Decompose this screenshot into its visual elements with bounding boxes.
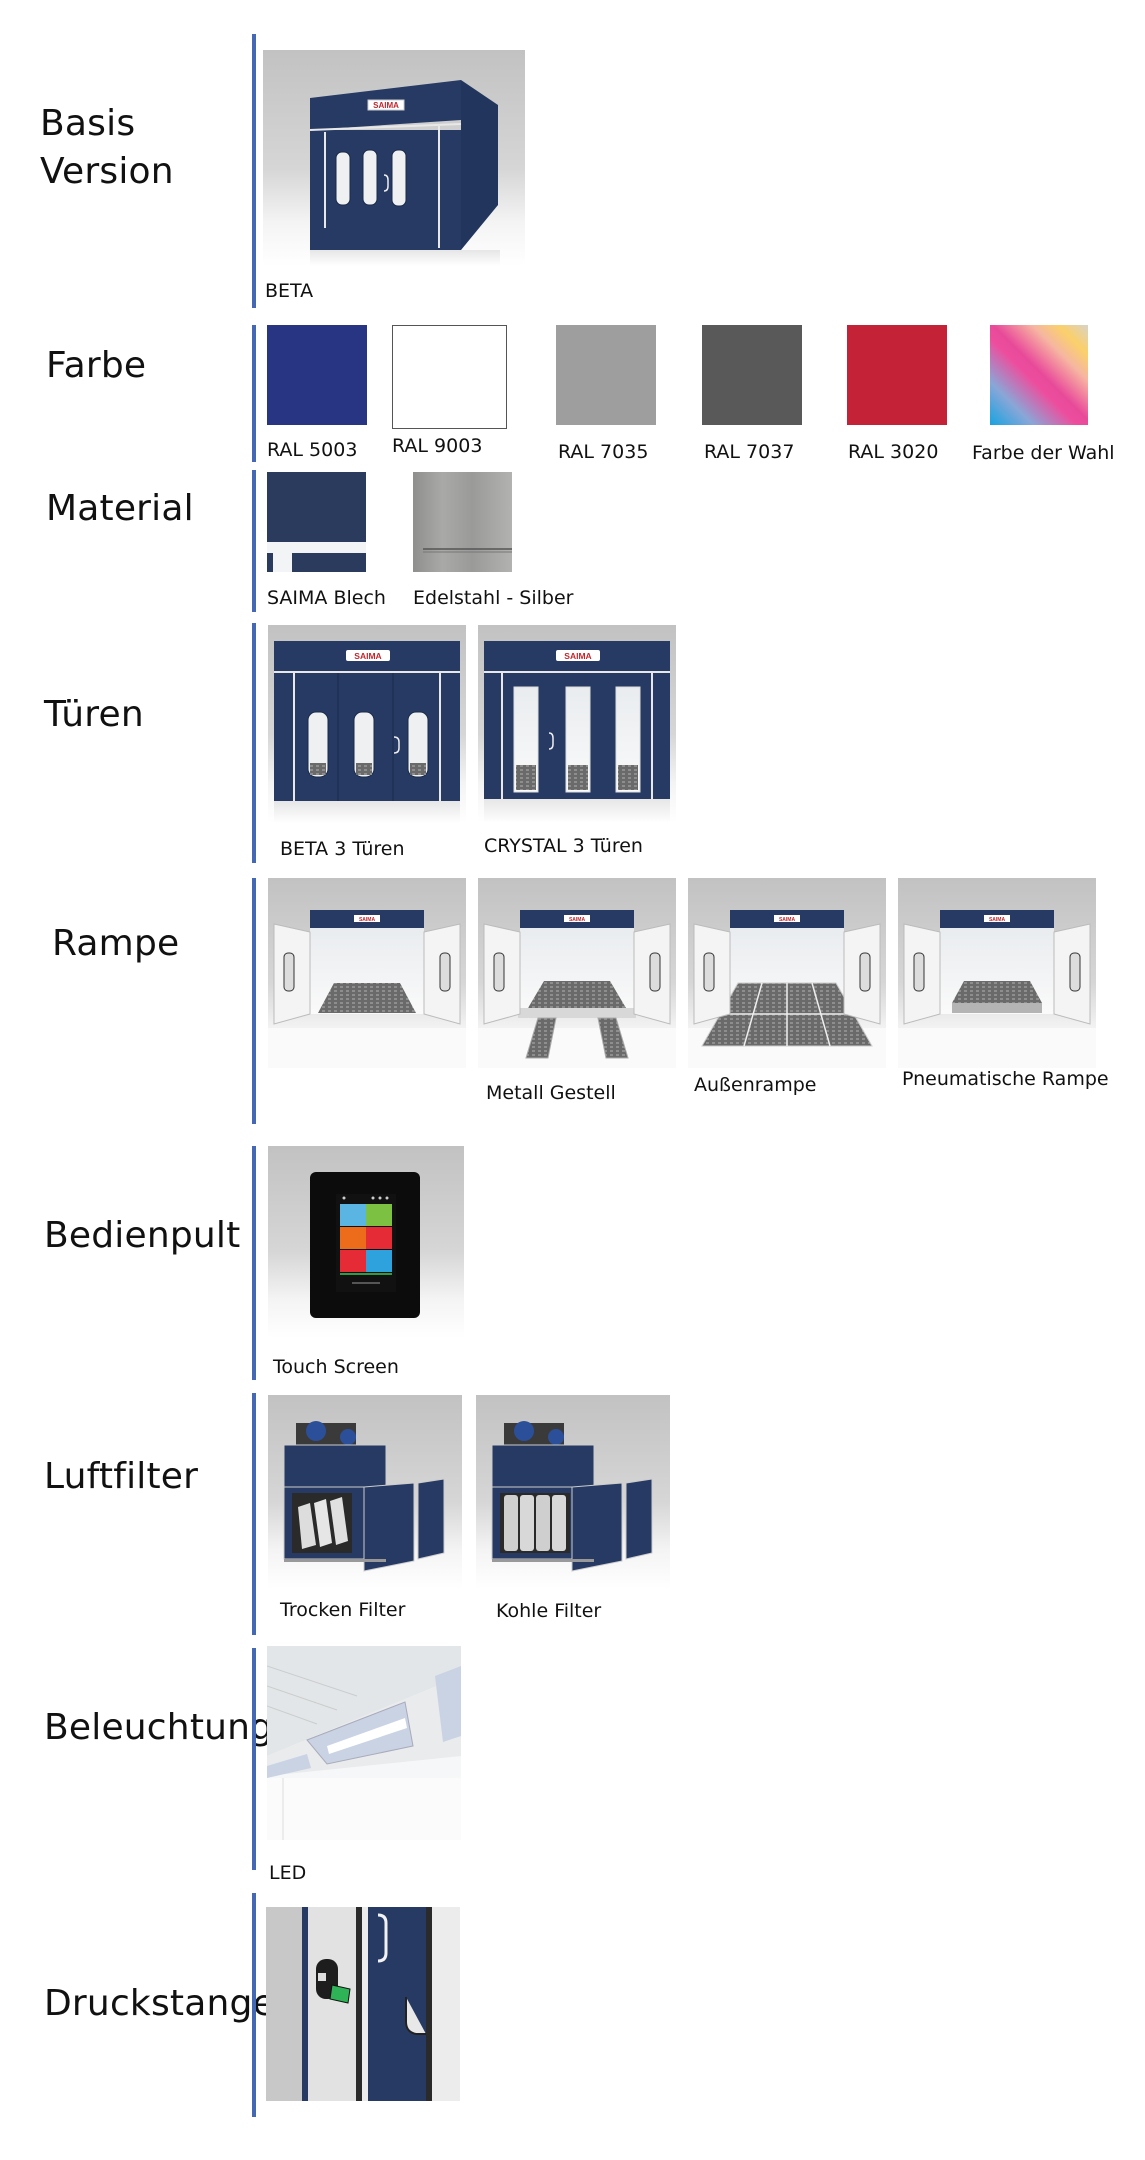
control-touch-screen[interactable]: Touch Screen (268, 1146, 468, 1380)
filter-option-trocken[interactable]: Trocken Filter (268, 1395, 468, 1635)
color-label: RAL 9003 (392, 435, 483, 457)
booth-metal-frame-image: SAIMA (478, 878, 676, 1068)
svg-text:SAIMA: SAIMA (354, 651, 381, 661)
color-label: RAL 5003 (267, 439, 358, 461)
door-option-beta[interactable]: SAIMA BETA 3 Türen (268, 625, 468, 865)
control-label: Touch Screen (273, 1356, 399, 1378)
section-divider (252, 1893, 256, 2117)
ramp-option-metall-gestell[interactable]: SAIMA Metall Gestell (478, 878, 678, 1118)
ramp-label: Metall Gestell (486, 1082, 616, 1104)
svg-text:SAIMA: SAIMA (569, 917, 586, 923)
beta-doors-image: SAIMA (268, 625, 466, 823)
filter-label: Kohle Filter (496, 1600, 602, 1622)
booth-pneumatic-ramp-image: SAIMA (898, 878, 1096, 1068)
steel-image (413, 472, 512, 572)
ramp-label: Pneumatische Rampe (902, 1068, 1109, 1090)
material-saima-blech[interactable]: SAIMA Blech (267, 472, 397, 612)
section-divider (252, 1393, 256, 1635)
title-line-2: Version (40, 151, 174, 192)
color-ral-7035[interactable]: RAL 7035 (556, 325, 666, 465)
section-title-beleuchtung: Beleuchtung (44, 1707, 274, 1748)
section-title-tueren: Türen (44, 694, 144, 735)
carbon-filter-image (476, 1395, 670, 1589)
dry-filter-image (268, 1395, 462, 1589)
door-option-crystal[interactable]: SAIMA CRYSTAL 3 Türen (478, 625, 678, 865)
booth-beta-image: SAIMA (263, 50, 525, 266)
color-label: RAL 7037 (704, 441, 795, 463)
svg-text:SAIMA: SAIMA (564, 651, 591, 661)
svg-text:SAIMA: SAIMA (359, 917, 376, 923)
section-rampe: Rampe SAIMA SAIMA (0, 870, 1145, 1125)
door-label: BETA 3 Türen (280, 838, 405, 860)
color-label: Farbe der Wahl (972, 442, 1115, 464)
svg-text:SAIMA: SAIMA (373, 101, 399, 110)
section-beleuchtung: Beleuchtung LED (0, 1640, 1145, 1890)
title-line-1: Basis (40, 103, 136, 144)
lighting-option-led[interactable]: LED (267, 1646, 467, 1886)
section-title-rampe: Rampe (52, 923, 180, 964)
section-bedienpult: Bedienpult Touch Screen (0, 1140, 1145, 1380)
color-swatch (847, 325, 947, 425)
section-divider (252, 878, 256, 1124)
color-swatch (556, 325, 656, 425)
section-title-farbe: Farbe (46, 345, 147, 386)
ramp-option-pneumatisch[interactable]: SAIMA Pneumatische Rampe (898, 878, 1128, 1118)
section-title-druckstange: Druckstange (44, 1983, 275, 2024)
svg-text:SAIMA: SAIMA (989, 917, 1006, 923)
section-material: Material SAIMA Blech Edelstahl - Silber (0, 465, 1145, 615)
section-farbe: Farbe RAL 5003 RAL 9003 RAL 7035 RAL 703… (0, 320, 1145, 465)
section-divider (252, 623, 256, 863)
filter-label: Trocken Filter (280, 1599, 406, 1621)
push-bar-image (266, 1907, 460, 2101)
material-label: Edelstahl - Silber (413, 587, 574, 609)
color-swatch (702, 325, 802, 425)
section-tueren: Türen SAIMA (0, 615, 1145, 865)
section-divider (252, 1146, 256, 1380)
section-title-material: Material (46, 488, 194, 529)
ramp-option-none[interactable]: SAIMA (268, 878, 468, 1118)
touch-screen-image (268, 1146, 464, 1338)
booth-open-image: SAIMA (268, 878, 466, 1068)
push-bar-option[interactable] (266, 1907, 462, 2103)
color-swatch (267, 325, 367, 425)
option-beta[interactable]: SAIMA BETA (263, 50, 533, 310)
led-ceiling-image (267, 1646, 461, 1840)
color-custom[interactable]: Farbe der Wahl (970, 325, 1145, 465)
ramp-option-aussenrampe[interactable]: SAIMA Außenrampe (688, 878, 888, 1118)
filter-option-kohle[interactable]: Kohle Filter (476, 1395, 676, 1635)
lighting-label: LED (269, 1862, 307, 1884)
color-swatch (392, 325, 507, 429)
section-luftfilter: Luftfilter Trocken Filter (0, 1385, 1145, 1635)
booth-outer-ramp-image: SAIMA (688, 878, 886, 1068)
ramp-label: Außenrampe (694, 1074, 817, 1096)
color-label: RAL 7035 (558, 441, 649, 463)
section-title-bedienpult: Bedienpult (44, 1215, 241, 1256)
section-divider (252, 470, 256, 612)
section-divider (252, 1648, 256, 1870)
door-label: CRYSTAL 3 Türen (484, 835, 643, 857)
material-edelstahl[interactable]: Edelstahl - Silber (413, 472, 593, 612)
color-ral-7037[interactable]: RAL 7037 (702, 325, 812, 465)
section-divider (252, 34, 256, 308)
color-label: RAL 3020 (848, 441, 939, 463)
material-label: SAIMA Blech (267, 587, 386, 609)
crystal-doors-image: SAIMA (478, 625, 676, 823)
blue-sheet-image (267, 472, 366, 572)
color-ral-5003[interactable]: RAL 5003 (267, 325, 377, 465)
section-druckstange: Druckstange (0, 1890, 1145, 2160)
color-ral-3020[interactable]: RAL 3020 (847, 325, 957, 465)
section-basis-version: Basis Version SAIMA BETA (0, 0, 1145, 320)
rainbow-swatch (990, 325, 1088, 425)
section-title-luftfilter: Luftfilter (44, 1456, 199, 1497)
color-ral-9003[interactable]: RAL 9003 (392, 325, 512, 465)
section-divider (252, 325, 256, 462)
svg-text:SAIMA: SAIMA (779, 917, 796, 923)
option-label: BETA (265, 280, 314, 302)
section-title-basis: Basis Version (40, 100, 174, 196)
